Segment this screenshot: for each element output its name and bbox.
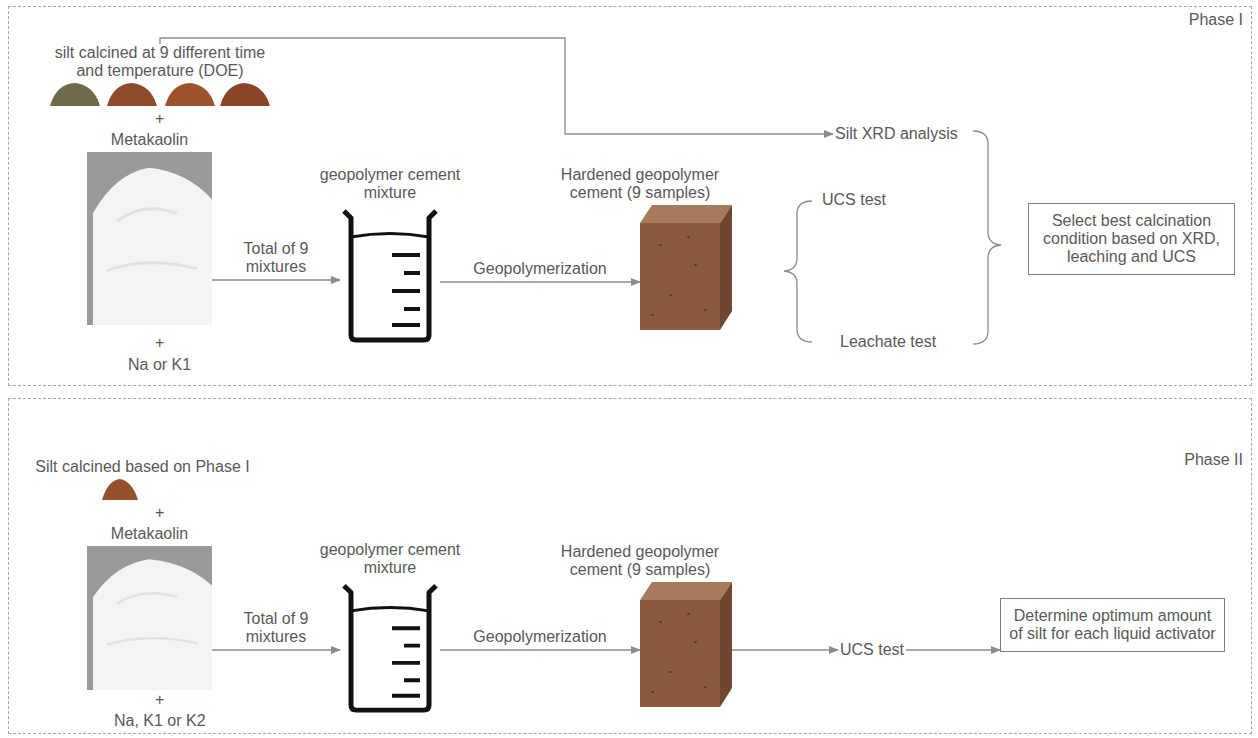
right-brace [973,131,1001,344]
item-heading: geopolymer cement mixture [300,541,480,577]
flow-arrow [906,649,1000,650]
cube-side [720,205,732,330]
node-text: Silt calcined based on Phase I [20,458,265,476]
note-label: Na or K1 [128,356,191,374]
silt-sample: Silt calcined based on Phase I [20,458,265,502]
item-heading: Metakaolin [87,525,212,543]
node-text: UCS test [840,641,904,659]
white-powder [93,559,212,690]
cube-front [640,223,720,330]
beaker-outline [344,586,436,710]
metakaolin-photo: Metakaolin [87,152,212,325]
cube-pores [652,237,706,315]
step-text: Silt XRD analysis [833,124,960,144]
silt-piles [20,476,265,502]
plus-sign: + [155,691,164,709]
powder-texture [107,593,197,644]
node-text: Silt XRD analysis [835,125,958,143]
metakaolin-image [87,546,212,690]
powder-pile [107,83,157,106]
beaker-icon: geopolymer cement mixture [340,205,440,345]
liquid-line [351,607,429,610]
flow-arrow [732,649,838,650]
powder-pile [220,83,270,106]
edge-label: Total of 9 mixtures [228,240,324,276]
phase-title: Phase II [1184,451,1243,469]
beaker-icon: geopolymer cement mixture [340,580,440,715]
white-powder [93,168,212,325]
beaker-drawing [340,580,440,715]
powder-pile [50,83,100,106]
node-text: silt calcined at 9 different time and te… [50,44,270,80]
cube-drawing [640,205,732,330]
cube-front [640,600,720,707]
flow-arrow [440,281,640,282]
powder-texture [107,209,197,271]
powder-pile [165,83,215,106]
beaker-outline [344,211,436,340]
beaker-marks [392,255,420,325]
cube-pores [652,614,706,692]
powder-pile [102,479,138,500]
cube-top [640,582,732,600]
metakaolin-photo: Metakaolin [87,546,212,690]
item-heading: Hardened geopolymer cement (9 samples) [545,543,735,579]
step-text: UCS test [838,640,906,660]
cube-side [720,582,732,707]
silt-piles [50,80,270,108]
cube-drawing [640,582,732,707]
plus-sign: + [155,334,164,352]
beaker-drawing [340,205,440,345]
edge-label: Total of 9 mixtures [228,610,324,646]
item-heading: geopolymer cement mixture [300,166,480,202]
flow-arrow [212,279,340,280]
phase-panel: Phase II Silt calcined based on Phase I Me… [8,398,1252,734]
sample-cube: Hardened geopolymer cement (9 samples) [640,582,732,707]
result-box: Determine optimum amount of silt for eac… [1000,598,1225,652]
flow-arrow [440,649,640,650]
item-heading: Metakaolin [87,131,212,149]
edge-label: Geopolymerization [460,260,620,278]
edge-label: Geopolymerization [460,628,620,646]
left-brace [784,201,812,342]
silt-sample: silt calcined at 9 different time and te… [50,44,270,108]
photo-ground [87,152,212,325]
phase-title: Phase I [1189,11,1243,29]
note-label: UCS test [822,191,886,209]
metakaolin-image [87,152,212,325]
phase-panel: Phase I silt calcined at 9 different time… [8,6,1252,386]
cube-top [640,205,732,223]
flow-arrow [212,649,340,650]
note-label: Na, K1 or K2 [114,712,206,730]
result-box: Select best calcination condition based … [1028,203,1235,275]
item-heading: Hardened geopolymer cement (9 samples) [545,166,735,202]
node-text: Determine optimum amount of silt for eac… [1009,607,1216,643]
liquid-line [351,234,429,238]
note-label: Leachate test [840,333,936,351]
sample-cube: Hardened geopolymer cement (9 samples) [640,205,732,330]
node-text: Select best calcination condition based … [1037,212,1226,266]
plus-sign: + [155,110,164,128]
plus-sign: + [155,504,164,522]
photo-ground [87,546,212,690]
beaker-marks [392,628,420,696]
